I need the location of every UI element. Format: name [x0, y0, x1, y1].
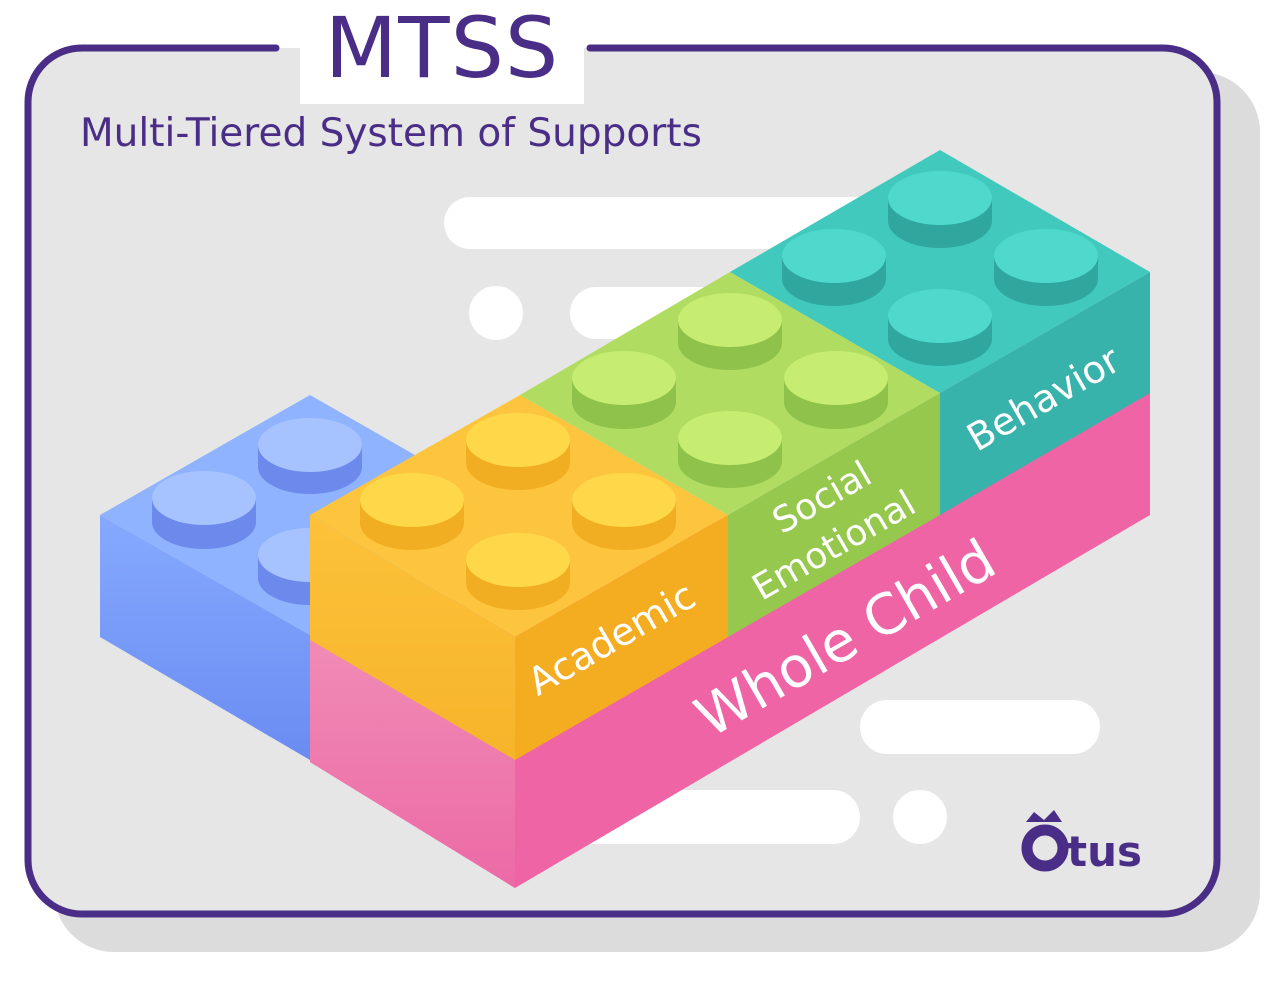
placeholder-bar	[860, 700, 1100, 754]
stud	[784, 351, 888, 429]
stud	[888, 171, 992, 248]
stud	[466, 533, 570, 610]
logo-mark-icon	[1021, 824, 1069, 872]
page-title: MTSS	[300, 0, 584, 104]
whole-child-brick	[310, 393, 1150, 888]
stud	[258, 418, 362, 494]
stud	[678, 411, 782, 488]
academic-brick	[310, 395, 728, 760]
otus-logo: tus	[1021, 810, 1142, 876]
stud	[888, 289, 992, 366]
placeholder-dot	[469, 286, 523, 340]
stud	[994, 229, 1098, 306]
page-subtitle: Multi-Tiered System of Supports	[80, 111, 702, 156]
stud	[360, 473, 464, 550]
stud	[152, 471, 256, 549]
stud	[466, 413, 570, 490]
stud	[572, 351, 676, 429]
stud	[678, 293, 782, 370]
stud	[782, 229, 886, 306]
social-emotional-brick	[520, 272, 940, 637]
stud	[572, 473, 676, 550]
logo-text: tus	[1067, 827, 1142, 876]
placeholder-dot	[893, 790, 947, 844]
logo-crown-icon	[1026, 810, 1062, 822]
card-frame	[24, 44, 1221, 918]
behavior-brick	[730, 150, 1150, 515]
